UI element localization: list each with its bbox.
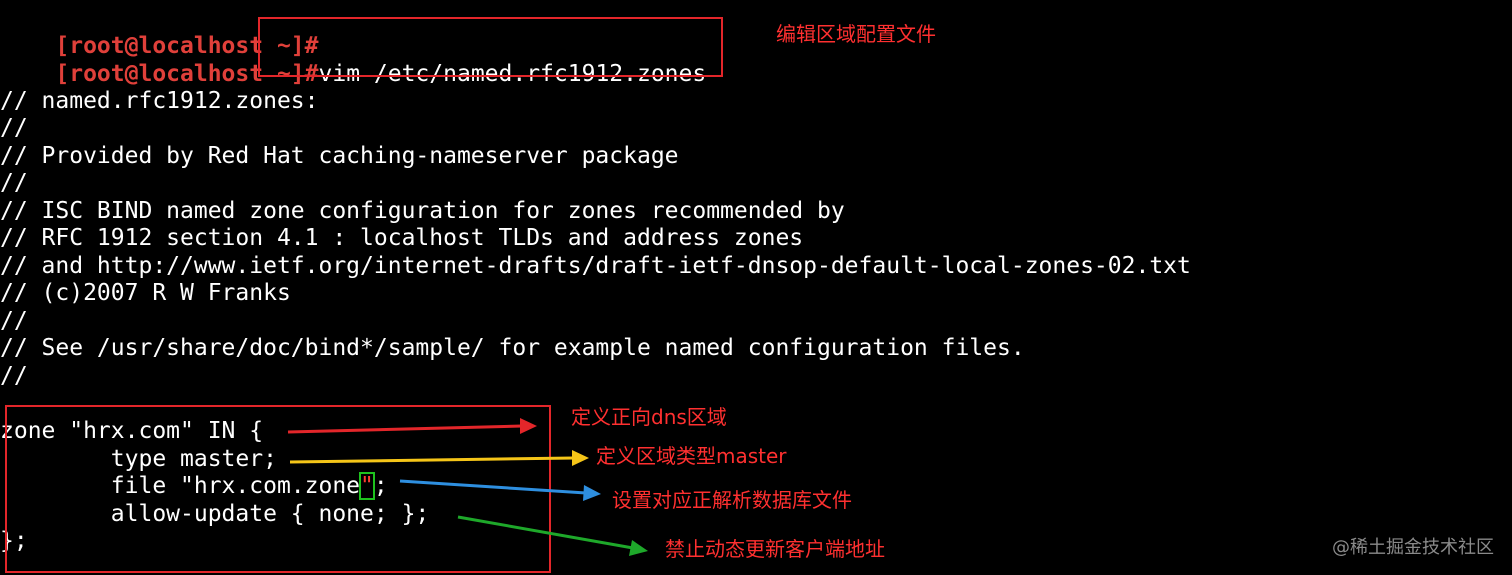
terminal-line-prompt-1: [root@localhost ~]#: [0, 4, 318, 59]
arrow-to-allow-update-line: [457, 515, 648, 556]
zone-file-text: file "hrx.com.zone: [0, 473, 361, 499]
command-highlight-box: [258, 17, 723, 77]
annotation-define-zone-type: 定义区域类型master: [596, 444, 787, 468]
arrow-to-file-line: [399, 479, 601, 501]
annotation-define-forward-zone: 定义正向dns区域: [571, 405, 727, 429]
file-line: // See /usr/share/doc/bind*/sample/ for …: [0, 335, 1025, 361]
terminal-line-command: [root@localhost ~]#vim /etc/named.rfc191…: [0, 32, 706, 87]
zone-close-line: };: [0, 528, 28, 554]
file-line: //: [0, 363, 28, 389]
zone-file-semicolon: ;: [373, 473, 388, 499]
arrow-to-type-line: [289, 450, 589, 466]
zone-type-line: type master;: [0, 446, 277, 472]
annotation-forbid-dynamic-update: 禁止动态更新客户端地址: [665, 537, 885, 561]
shell-prompt: [root@localhost ~]#: [55, 33, 319, 59]
zone-block-highlight-box: [5, 405, 551, 573]
file-line: // Provided by Red Hat caching-nameserve…: [0, 143, 679, 169]
file-line: //: [0, 170, 28, 196]
file-line: // RFC 1912 section 4.1 : localhost TLDs…: [0, 225, 804, 251]
text-cursor: ": [359, 472, 375, 500]
arrow-to-zone-line: [287, 418, 537, 434]
file-line: // named.rfc1912.zones:: [0, 88, 319, 114]
file-line: // ISC BIND named zone configuration for…: [0, 198, 845, 224]
annotation-set-zone-file: 设置对应正解析数据库文件: [612, 488, 852, 512]
watermark: @稀土掘金技术社区: [1332, 537, 1494, 558]
file-line: //: [0, 115, 28, 141]
zone-file-line: file "hrx.com.zone";: [0, 472, 388, 500]
file-line: //: [0, 308, 28, 334]
file-line: // and http://www.ietf.org/internet-draf…: [0, 253, 1191, 279]
zone-allow-update-line: allow-update { none; };: [0, 501, 430, 527]
zone-declaration-line: zone "hrx.com" IN {: [0, 418, 264, 444]
shell-command: vim /etc/named.rfc1912.zones: [318, 61, 707, 87]
annotation-edit-zone-config: 编辑区域配置文件: [776, 22, 936, 46]
file-line: // (c)2007 R W Franks: [0, 280, 291, 306]
shell-prompt: [root@localhost ~]#: [55, 61, 319, 87]
